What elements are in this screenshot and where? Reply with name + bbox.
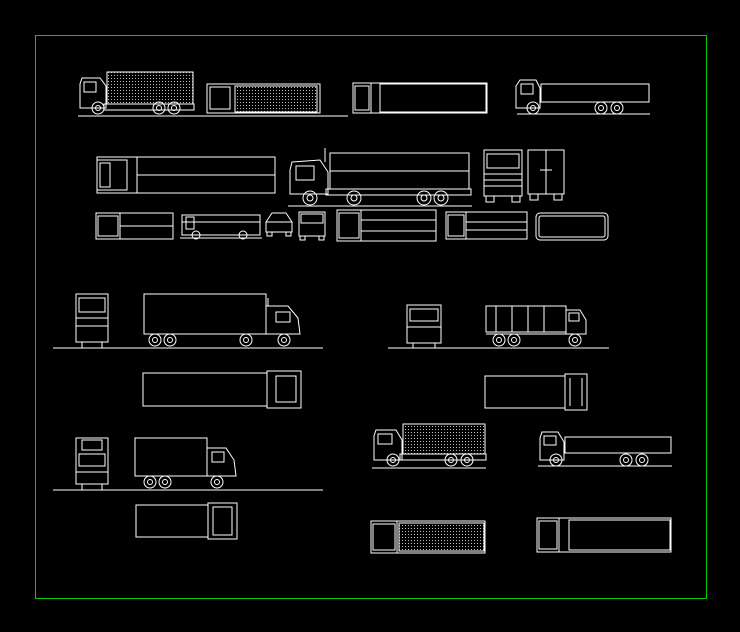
truck-top-small-2 (336, 209, 437, 242)
truck-top-semitrailer (142, 370, 302, 409)
van-front-view (298, 211, 326, 241)
truck-side-box-medium (134, 437, 237, 489)
truck-front-view-1 (483, 149, 523, 203)
truck-top-box-2 (96, 156, 276, 194)
truck-front-view-2 (75, 293, 109, 348)
truck-top-container (370, 520, 486, 554)
truck-side-flatbed-2 (538, 431, 672, 467)
truck-top-small-1 (95, 212, 174, 240)
truck-side-flatbed-1 (515, 79, 650, 115)
truck-front-view-4 (75, 437, 109, 490)
truck-rear-view-1 (527, 149, 565, 201)
truck-side-dump (485, 305, 587, 347)
car-front-view (265, 212, 293, 237)
drawing-frame (35, 35, 707, 599)
truck-side-container-2 (372, 423, 487, 469)
bus-side-view (180, 214, 262, 240)
truck-front-view-3 (406, 304, 442, 348)
truck-top-small-3 (445, 211, 528, 240)
truck-side-semitrailer (143, 293, 301, 347)
truck-top-box-medium (135, 502, 238, 540)
truck-side-box-large (288, 148, 472, 207)
truck-top-dump (484, 373, 588, 411)
truck-top-box-1 (352, 82, 488, 114)
bus-top-view (535, 212, 609, 241)
truck-side-container-1 (78, 71, 348, 117)
truck-top-flatbed (536, 517, 672, 553)
trailer-side-container (206, 83, 321, 114)
